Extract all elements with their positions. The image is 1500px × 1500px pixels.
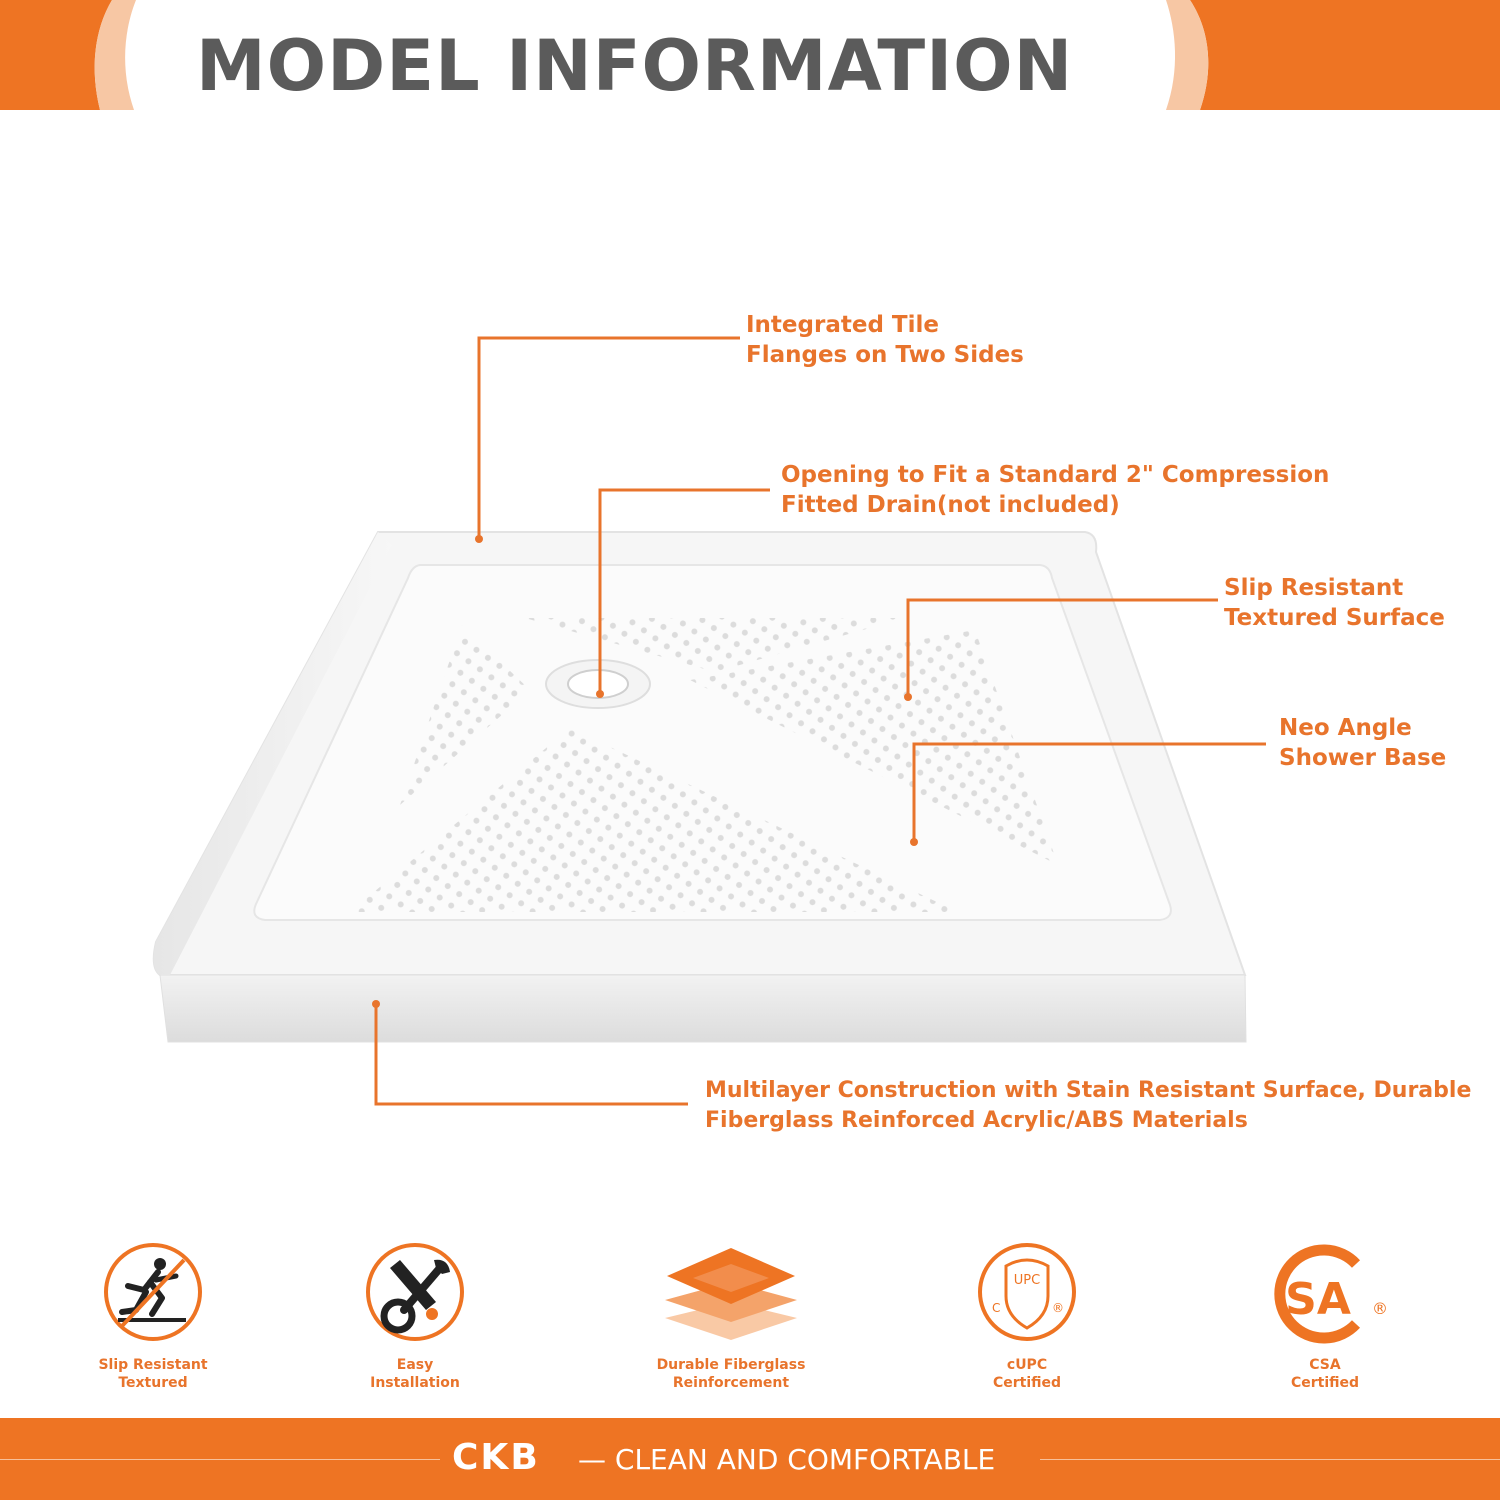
feature-label-line2: Certified — [992, 1375, 1062, 1391]
feature-cupc-certified: UPC C ® cUPC Certified — [917, 1240, 1137, 1392]
callout-drain-opening-line1: Opening to Fit a Standard 2" Compression — [781, 462, 1330, 488]
callout-slip-surface-line2: Textured Surface — [1224, 605, 1445, 631]
footer-tagline: — CLEAN AND COMFORTABLE — [578, 1443, 996, 1476]
feature-fiberglass-reinforcement: Durable Fiberglass Reinforcement — [621, 1240, 841, 1392]
texture-top — [525, 618, 905, 672]
feature-label-line1: Easy — [396, 1357, 434, 1373]
callout-construction-line2: Fiberglass Reinforced Acrylic/ABS Materi… — [705, 1108, 1248, 1133]
callout-neo-angle-line1: Neo Angle — [1279, 715, 1412, 741]
brand-logo: CKB — [452, 1437, 540, 1478]
feature-label-line1: Slip Resistant — [98, 1357, 208, 1373]
footer-divider-left — [0, 1459, 440, 1460]
leader-lines — [374, 336, 1266, 1106]
tray-front-edge — [159, 974, 1247, 1043]
callout-tile-flanges: Integrated Tile Flanges on Two Sides — [746, 310, 1024, 370]
callout-tile-flanges-line1: Integrated Tile — [746, 312, 939, 338]
slip-resistant-icon — [104, 1243, 202, 1341]
page-title: MODEL INFORMATION — [196, 25, 1074, 107]
csa-icon: SA ® — [1274, 1244, 1388, 1344]
feature-label-line2: Certified — [1290, 1375, 1360, 1391]
callout-drain-opening-line2: Fitted Drain(not included) — [781, 492, 1120, 518]
feature-label-line1: Durable Fiberglass — [656, 1357, 806, 1373]
callout-slip-surface: Slip Resistant Textured Surface — [1224, 573, 1445, 633]
callout-construction: Multilayer Construction with Stain Resis… — [705, 1076, 1471, 1136]
callout-tile-flanges-line2: Flanges on Two Sides — [746, 342, 1024, 368]
layers-icon — [665, 1248, 797, 1340]
texture-bottom — [350, 728, 958, 912]
feature-label-line1: CSA — [1309, 1357, 1341, 1373]
feature-label-line2: Reinforcement — [672, 1375, 790, 1391]
tray-left-flange — [153, 532, 392, 975]
drain-inner — [567, 669, 629, 699]
texture-left — [400, 625, 530, 805]
svg-text:UPC: UPC — [1014, 1273, 1040, 1288]
feature-label-line2: Installation — [370, 1375, 460, 1391]
svg-text:®: ® — [1372, 1299, 1388, 1318]
feature-csa-certified: SA ® CSA Certified — [1215, 1240, 1435, 1392]
feature-easy-installation: Easy Installation — [305, 1240, 525, 1392]
texture-right — [690, 630, 1058, 865]
callout-neo-angle-line2: Shower Base — [1279, 745, 1447, 771]
svg-text:C: C — [992, 1301, 1000, 1315]
header-band — [0, 0, 1500, 110]
callout-neo-angle: Neo Angle Shower Base — [1279, 713, 1446, 773]
cupc-icon: UPC C ® — [978, 1243, 1076, 1341]
svg-text:SA: SA — [1285, 1274, 1351, 1325]
feature-slip-resistant: Slip Resistant Textured — [43, 1240, 263, 1392]
callout-slip-surface-line1: Slip Resistant — [1224, 575, 1404, 601]
callout-construction-line1: Multilayer Construction with Stain Resis… — [705, 1078, 1472, 1103]
svg-text:®: ® — [1052, 1301, 1064, 1315]
feature-label-line2: Textured — [118, 1375, 188, 1391]
callout-drain-opening: Opening to Fit a Standard 2" Compression… — [781, 460, 1329, 520]
tools-icon — [366, 1243, 464, 1341]
feature-label-line1: cUPC — [1006, 1357, 1048, 1373]
footer-divider-right — [1040, 1459, 1500, 1460]
